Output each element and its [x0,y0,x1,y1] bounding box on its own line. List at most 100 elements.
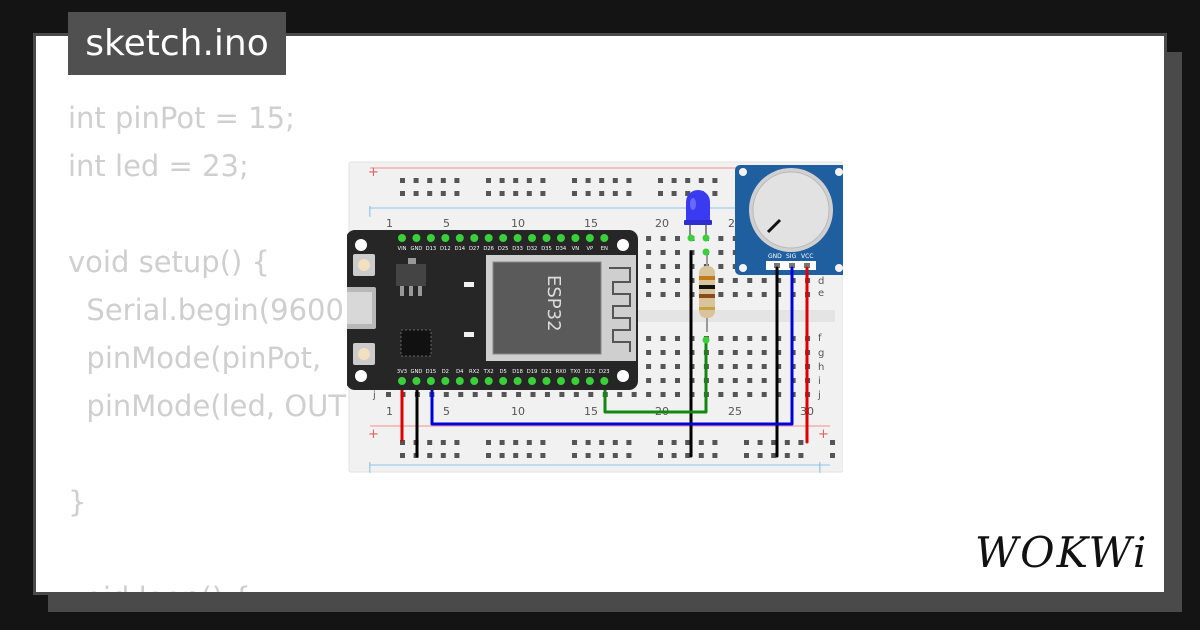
code-line: int pinPot = 15; [68,101,295,135]
pot-knob[interactable] [752,171,830,249]
wire-endpoints [687,234,710,344]
regulator-leg [418,286,422,296]
esp32-mount-hole [355,370,367,382]
code-preview: int pinPot = 15;int led = 23;void setup(… [68,94,346,592]
breadboard-hole [599,191,605,196]
breadboard-hole [671,453,677,458]
regulator-tab [408,258,416,264]
breadboard-hole [660,350,666,355]
col-number: 10 [511,217,525,230]
breadboard-hole [540,178,546,183]
breadboard-hole [427,453,433,458]
esp32-pin-label: EN [601,246,608,252]
breadboard-hole [443,392,449,397]
breadboard-hole [658,453,663,458]
breadboard-hole [757,453,763,458]
breadboard-hole [761,392,767,397]
breadboard-hole [761,292,767,297]
breadboard-hole [718,336,724,341]
breadboard-hole [427,178,433,183]
breadboard-hole [454,191,460,196]
col-number: 20 [655,217,669,230]
resistor-band [699,285,715,289]
esp32-pin [426,377,435,385]
esp32-pin-label: RX0 [556,369,566,375]
breadboard-hole [585,440,591,445]
esp32-pin [484,377,493,385]
col-number: 5 [443,405,450,418]
breadboard-hole [718,236,724,241]
breadboard-hole [646,278,652,283]
breadboard-hole [771,440,777,445]
breadboard-hole [400,191,405,196]
breadboard-hole [732,378,738,383]
row-letters: d e f g h i j j [372,276,824,401]
breadboard-hole [761,336,767,341]
breadboard-hole [386,392,391,397]
bottom-minus-sign: | [368,460,372,473]
code-line [68,430,346,478]
wires [400,250,809,458]
breadboard-hole [573,392,579,397]
breadboard-hole [646,392,652,397]
wire-pot-signal[interactable] [430,266,794,426]
breadboard-hole [675,250,680,255]
breadboard-hole [761,364,767,369]
led[interactable] [684,190,712,238]
pot-knob-indicator [766,218,782,234]
breadboard-hole [660,278,666,283]
breadboard-hole [572,440,577,445]
col-number: 15 [584,405,598,418]
code-line [68,190,346,238]
wokwi-logo-text: WOKWi [975,528,1149,577]
breadboard-hole [486,453,491,458]
breadboard-hole [599,440,605,445]
row-letter: d [818,276,824,287]
wokwi-logo: WOKWi [975,525,1151,581]
breadboard-hole [675,392,680,397]
breadboard-hole [626,191,632,196]
breadboard-hole [671,191,677,196]
esp32-pin-label: 3V3 [397,369,407,375]
esp32-pin [398,377,406,385]
breadboard-hole [660,250,666,255]
col-number: 1 [386,217,393,230]
resistor[interactable] [699,252,715,332]
breadboard-hole [646,236,652,241]
esp32-pin [426,234,435,242]
row-letter: j [817,390,821,401]
pot-pin [789,263,795,268]
breadboard-hole [675,236,680,241]
breadboard-hole [660,364,666,369]
wire-led-signal[interactable] [603,338,708,414]
esp32-regulator [396,264,426,286]
esp32-pin [412,234,421,242]
code-line [68,526,346,574]
breadboard-hole [440,178,446,183]
bottom-right-minus-sign: | [818,460,822,473]
breadboard-hole [776,350,782,355]
breadboard-hole [718,264,724,269]
breadboard-hole [599,178,605,183]
pot-mount-hole [835,264,843,272]
breadboard-hole [658,178,663,183]
esp32-pin-label: VP [587,246,594,252]
breadboard-hole [776,392,782,397]
potentiometer[interactable]: GND SIG VCC [735,165,843,275]
breadboard-hole [427,440,433,445]
breadboard-hole [646,378,652,383]
breadboard-hole [660,392,666,397]
pot-pin [804,263,810,268]
breadboard-hole [400,178,405,183]
breadboard-hole [747,350,753,355]
breadboard-hole [798,440,804,445]
breadboard-hole [747,292,753,297]
pot-mount-hole [835,168,843,176]
breadboard-hole [626,453,632,458]
breadboard-hole [486,178,491,183]
regulator-leg [409,286,413,296]
pin-marker [702,336,710,344]
breadboard-hole [685,453,691,458]
